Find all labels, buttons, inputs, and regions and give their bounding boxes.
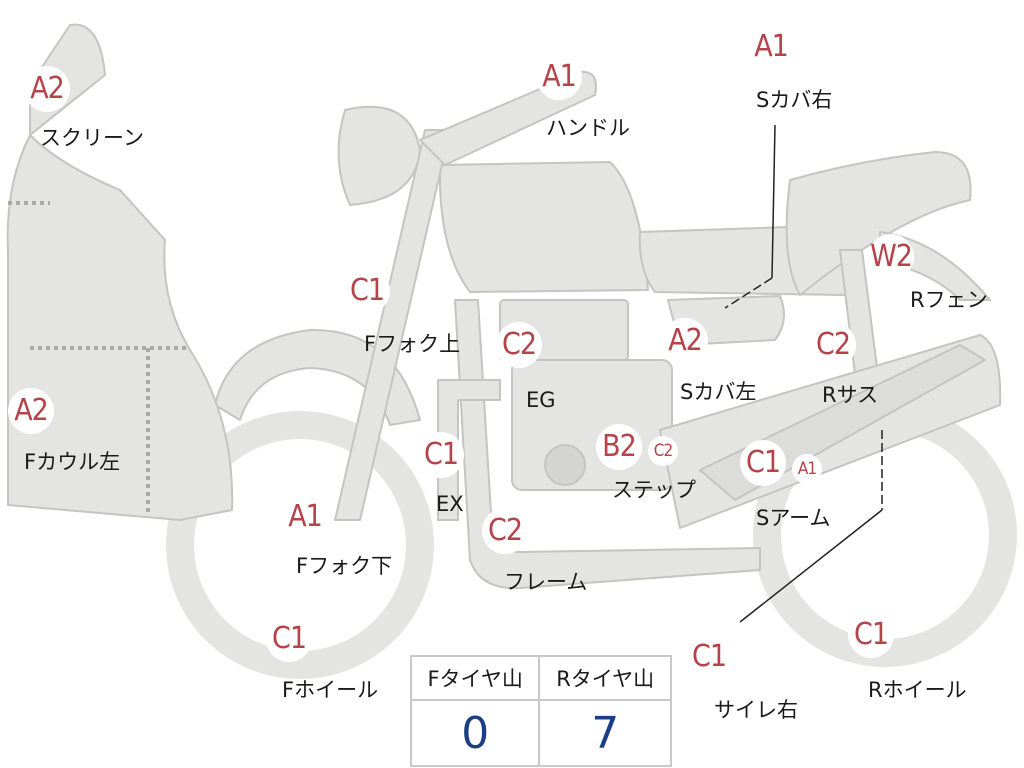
part-label-rear-suspension: Rサス [822,383,879,407]
part-label-frame: フレーム [504,570,588,594]
grade-badge-fork-lower: A1 [282,494,328,540]
front-tire-value: 0 [409,699,541,767]
grade-badge-cowl-left: A2 [8,388,54,434]
tire-tread-header-row: Fタイヤ山 Rタイヤ山 [409,655,672,701]
part-label-side-cover-right: Sカバ右 [756,88,833,112]
rear-tire-value: 7 [538,699,672,767]
part-label-step: ステップ [612,478,696,502]
front-fender-shape [214,328,421,426]
grade-badge-rear-suspension: C2 [810,322,856,368]
grade-badge-fork-upper: C1 [344,268,390,314]
part-label-cowl-left: Fカウル左 [24,450,121,474]
grade-badge-frame: C2 [482,508,528,554]
leader-line-silencer [739,509,883,623]
tail-shape [785,151,972,296]
grade-badge-side-cover-left: A2 [662,318,708,364]
fuel-tank-shape [438,161,649,293]
grade-badge-engine: C2 [496,322,542,368]
part-label-front-wheel: Fホイール [282,678,379,702]
grade-badge-front-wheel: C1 [266,616,312,662]
rear-tire-header: Rタイヤ山 [538,655,672,701]
grade-badge-swing-arm: C1 [740,440,786,486]
grade-badge-side-cover-right: A1 [748,24,794,70]
part-label-screen: スクリーン [40,126,144,150]
part-label-rear-fender: Rフェン [910,288,988,312]
part-label-side-cover-left: Sカバ左 [680,380,757,404]
part-label-exhaust: EX [436,492,464,516]
front-tire-header: Fタイヤ山 [409,655,541,701]
headlight-shape [337,105,421,206]
grade-badge-exhaust: C1 [418,432,464,478]
frame-down-shape [437,379,501,521]
part-label-handle: ハンドル [546,116,630,140]
part-label-rear-wheel: Rホイール [868,678,967,702]
part-label-engine: EG [526,388,556,412]
grade-badge-swing-arm-small: A1 [792,454,822,484]
part-label-fork-upper: Fフォク上 [364,332,461,356]
part-label-silencer-right: サイレ右 [714,698,798,722]
grade-badge-rear-fender: W2 [868,234,914,280]
part-label-fork-lower: Fフォク下 [296,554,393,578]
grade-badge-handle: A1 [536,54,582,100]
front-cowl-shape [6,134,234,521]
leader-line-side-cover-right-dash [724,277,773,309]
grade-badge-rear-wheel: C1 [848,612,894,658]
grade-badge-screen: A2 [24,66,70,112]
engine-lower-shape [511,359,673,491]
engine-cover-shape [544,444,586,486]
grade-badge-step: B2 [596,424,642,470]
tire-tread-table: Fタイヤ山 Rタイヤ山 0 7 [409,655,672,767]
grade-badge-step-small: C2 [648,436,678,466]
part-label-swing-arm: Sアーム [756,506,831,530]
tire-tread-value-row: 0 7 [409,699,672,767]
leader-line-side-cover-right [771,124,776,279]
grade-badge-silencer-right: C1 [686,634,732,680]
front-wheel-shape [166,411,434,679]
